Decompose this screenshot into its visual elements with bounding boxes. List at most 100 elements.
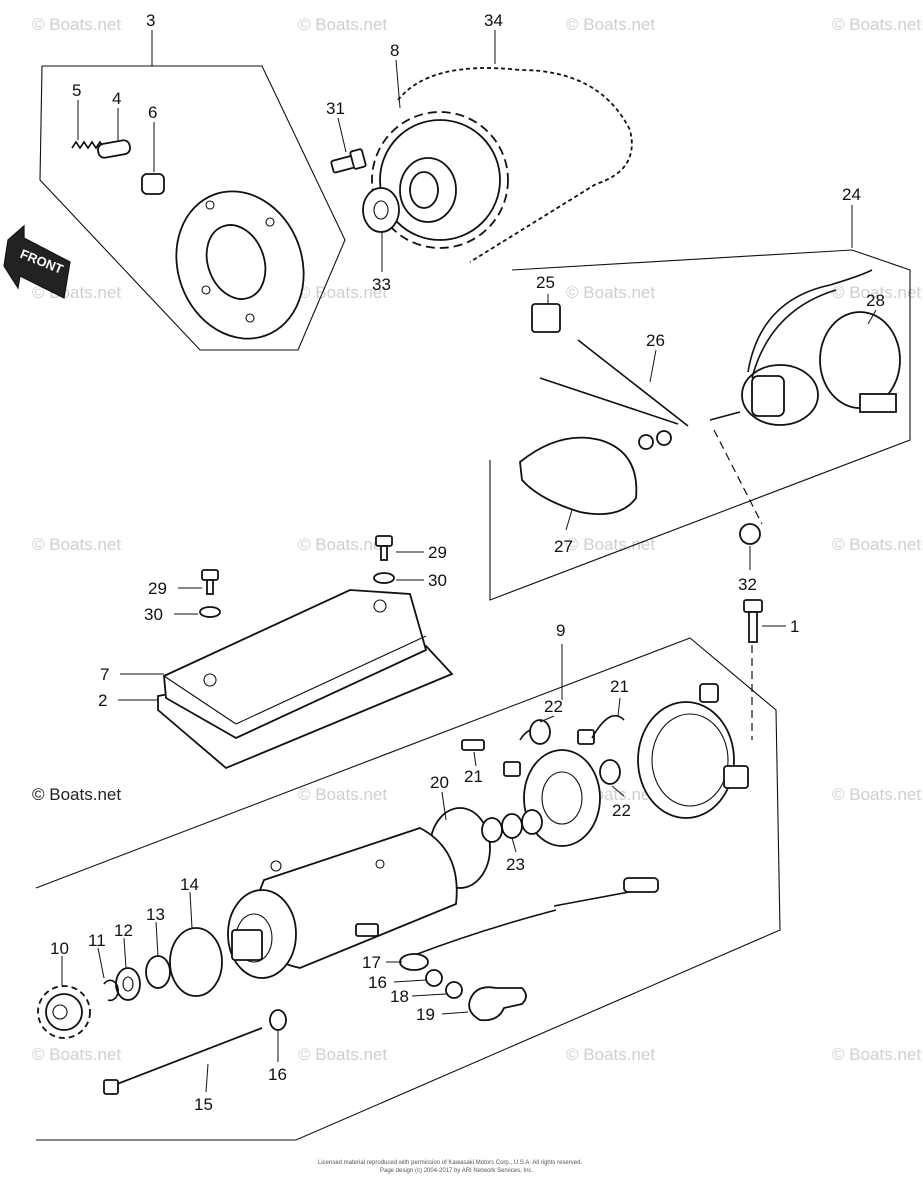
brush-holder <box>461 739 485 751</box>
cap <box>141 173 165 195</box>
callout-label: 22 <box>612 801 631 820</box>
shim <box>521 809 543 835</box>
starter-clutch-group <box>39 65 346 351</box>
washer <box>269 1009 287 1031</box>
callout-label: 32 <box>738 575 757 594</box>
footer-copyright: Licensed material reproduced with permis… <box>318 1160 582 1166</box>
callout-label: 15 <box>194 1095 213 1114</box>
brush-spring <box>599 759 621 785</box>
watermark: © Boats.net <box>566 535 655 554</box>
sprocket-hub-hole <box>409 171 439 209</box>
spring <box>71 140 105 150</box>
watermark: © Boats.net <box>32 1045 121 1064</box>
callout-labels: 3 34 8 5 4 6 31 33 24 25 28 26 27 29 29 … <box>50 11 885 1114</box>
nut <box>445 981 463 999</box>
callout-label: 31 <box>326 99 345 118</box>
callout-label: 34 <box>484 11 503 30</box>
starter-motor-group <box>35 637 781 1141</box>
motor-lead <box>411 889 641 957</box>
callout-label: 27 <box>554 537 573 556</box>
callout-label: 26 <box>646 331 665 350</box>
callout-label: 16 <box>368 973 387 992</box>
terminal-cover <box>519 436 638 515</box>
callout-label: 7 <box>100 665 109 684</box>
watermark: © Boats.net <box>298 535 387 554</box>
callout-label: 4 <box>112 89 121 108</box>
callout-label: 8 <box>390 41 399 60</box>
watermark: © Boats.net <box>832 283 921 302</box>
through-bolt <box>111 1027 263 1087</box>
motor-end-cover <box>637 701 735 819</box>
callout-label: 20 <box>430 773 449 792</box>
callout-label: 29 <box>428 543 447 562</box>
shim <box>481 817 503 843</box>
relay-wire <box>747 269 873 373</box>
watermark: © Boats.net <box>566 1045 655 1064</box>
watermark: © Boats.net <box>32 15 121 34</box>
starter-cover <box>163 589 428 740</box>
terminal-lug <box>399 953 429 971</box>
callout-label: 14 <box>180 875 199 894</box>
watermark: © Boats.net <box>298 785 387 804</box>
callout-label: 11 <box>88 931 106 950</box>
brush <box>503 761 521 777</box>
circlip <box>103 979 119 1002</box>
callout-label: 22 <box>544 697 563 716</box>
watermark: © Boats.net <box>832 1045 921 1064</box>
nut <box>656 430 672 446</box>
starter-clutch-inner <box>205 224 267 300</box>
washer <box>373 572 395 584</box>
watermark: © Boats.net <box>832 785 921 804</box>
terminal-boot <box>468 986 527 1022</box>
callout-label: 5 <box>72 81 81 100</box>
battery-lead <box>577 339 689 427</box>
washer <box>362 187 400 233</box>
callout-label: 13 <box>146 905 165 924</box>
washer <box>115 967 141 1001</box>
group-outline <box>35 637 781 1141</box>
callout-label: 9 <box>556 621 565 640</box>
brush <box>577 729 595 745</box>
nut <box>638 434 654 450</box>
roller-pin <box>97 139 131 159</box>
callout-label: 17 <box>362 953 381 972</box>
watermark-bottom-left: © Boats.net <box>32 785 121 804</box>
group-outline <box>489 249 911 601</box>
bolt <box>743 599 763 613</box>
bolt <box>375 535 393 547</box>
sprocket-chain-group <box>330 67 633 263</box>
terminal <box>531 303 561 333</box>
watermark: © Boats.net <box>32 535 121 554</box>
watermark: © Boats.net <box>298 15 387 34</box>
callout-label: 10 <box>50 939 69 958</box>
callout-label: 6 <box>148 103 157 122</box>
callout-label: 18 <box>390 987 409 1006</box>
callout-label: 28 <box>866 291 885 310</box>
starter-relay-group <box>489 205 911 601</box>
callout-label: 24 <box>842 185 861 204</box>
washer <box>199 606 221 618</box>
brush-spring <box>529 719 551 745</box>
o-ring <box>169 927 223 997</box>
watermark: © Boats.net <box>566 283 655 302</box>
callout-label: 30 <box>144 605 163 624</box>
callout-label: 33 <box>372 275 391 294</box>
nut <box>425 969 443 987</box>
watermark: © Boats.net <box>298 1045 387 1064</box>
watermark: © Boats.net <box>832 535 921 554</box>
callout-label: 23 <box>506 855 525 874</box>
callout-label: 21 <box>464 767 483 786</box>
watermark: © Boats.net <box>566 15 655 34</box>
callout-label: 12 <box>114 921 133 940</box>
washer <box>145 955 171 989</box>
watermark: © Boats.net <box>832 15 921 34</box>
callout-label: 30 <box>428 571 447 590</box>
callout-label: 25 <box>536 273 555 292</box>
callout-label: 21 <box>610 677 629 696</box>
callout-label: 19 <box>416 1005 435 1024</box>
shim <box>501 813 523 839</box>
callout-label: 16 <box>268 1065 287 1084</box>
bolt <box>201 569 219 581</box>
callout-label: 29 <box>148 579 167 598</box>
